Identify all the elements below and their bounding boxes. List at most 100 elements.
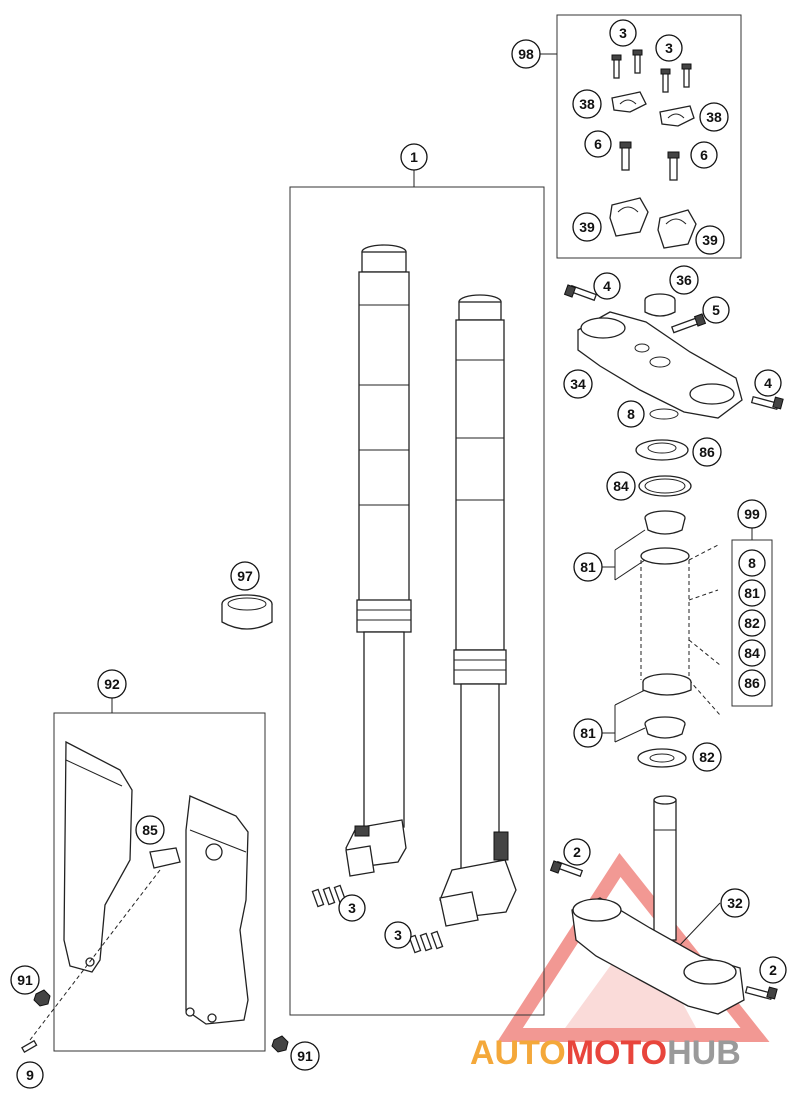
group-box-92 bbox=[53, 712, 266, 1052]
fork-guard-left bbox=[63, 740, 133, 973]
svg-text:8: 8 bbox=[748, 555, 756, 571]
callout-36: 36 bbox=[669, 265, 699, 295]
svg-text:3: 3 bbox=[394, 927, 402, 943]
kit-99-item: 82 bbox=[738, 609, 766, 637]
lower-triple-clamp-32 bbox=[571, 795, 745, 1015]
clip-85 bbox=[29, 847, 181, 1041]
callout-8: 8 bbox=[617, 400, 645, 428]
svg-text:99: 99 bbox=[744, 506, 760, 522]
svg-text:39: 39 bbox=[702, 232, 718, 248]
steering-head-tube bbox=[640, 544, 721, 716]
screw-9 bbox=[21, 1039, 38, 1053]
svg-text:2: 2 bbox=[573, 844, 581, 860]
svg-text:39: 39 bbox=[579, 219, 595, 235]
svg-text:86: 86 bbox=[699, 444, 715, 460]
callout-32: 32 bbox=[720, 888, 750, 918]
bolts-91 bbox=[33, 989, 289, 1053]
callout-86: 86 bbox=[692, 437, 722, 467]
seal-86 bbox=[635, 439, 689, 461]
callout-34: 34 bbox=[563, 369, 593, 399]
watermark-text: AUTOMOTOHUB bbox=[470, 1034, 741, 1072]
bearing-81-lower bbox=[642, 673, 692, 739]
callout-4: 4 bbox=[754, 369, 782, 397]
watermark-moto: MOTO bbox=[566, 1034, 667, 1072]
svg-text:91: 91 bbox=[17, 972, 33, 988]
callout-82: 82 bbox=[692, 742, 722, 772]
svg-text:3: 3 bbox=[348, 900, 356, 916]
callout-6: 6 bbox=[584, 130, 612, 158]
callout-39: 39 bbox=[695, 225, 725, 255]
callout-38: 38 bbox=[572, 89, 602, 119]
callout-3: 3 bbox=[338, 894, 366, 922]
svg-text:82: 82 bbox=[744, 615, 760, 631]
callout-2: 2 bbox=[759, 956, 787, 984]
oring-8 bbox=[649, 408, 679, 420]
bolts-3-top bbox=[611, 49, 692, 93]
callout-81: 81 bbox=[573, 552, 603, 582]
svg-text:4: 4 bbox=[603, 278, 611, 294]
seal-82 bbox=[637, 748, 687, 768]
svg-text:38: 38 bbox=[579, 96, 595, 112]
callout-85: 85 bbox=[135, 815, 165, 845]
callout-3: 3 bbox=[609, 19, 637, 47]
svg-text:81: 81 bbox=[580, 559, 596, 575]
callout-3: 3 bbox=[384, 921, 412, 949]
callout-1: 1 bbox=[400, 143, 428, 171]
callout-84: 84 bbox=[606, 471, 636, 501]
svg-text:AUTOMOTOHUB: AUTOMOTOHUB bbox=[470, 1034, 741, 1072]
fork-leg-right bbox=[439, 294, 517, 927]
callout-97: 97 bbox=[230, 561, 260, 591]
fork-leg-left bbox=[345, 244, 412, 877]
group-box-98 bbox=[556, 14, 742, 259]
kit-99-item: 8 bbox=[738, 549, 766, 577]
callout-38: 38 bbox=[699, 102, 729, 132]
svg-text:97: 97 bbox=[237, 568, 253, 584]
ring-97 bbox=[221, 594, 273, 630]
svg-text:6: 6 bbox=[700, 147, 708, 163]
svg-text:9: 9 bbox=[26, 1067, 34, 1083]
handlebar-clamp-lower-39 bbox=[609, 197, 697, 249]
svg-text:3: 3 bbox=[665, 40, 673, 56]
svg-text:84: 84 bbox=[744, 645, 760, 661]
bearing-81-upper bbox=[644, 510, 686, 535]
svg-text:81: 81 bbox=[580, 725, 596, 741]
svg-text:34: 34 bbox=[570, 376, 586, 392]
kit-99-item: 81 bbox=[738, 579, 766, 607]
svg-text:4: 4 bbox=[764, 375, 772, 391]
svg-text:98: 98 bbox=[518, 46, 534, 62]
watermark-hub: HUB bbox=[667, 1034, 741, 1072]
kit-99-item: 86 bbox=[738, 669, 766, 697]
bolt-5 bbox=[670, 313, 707, 334]
callouts: 1 98 3 3 38 38 6 6 39 39 4 36 5 34 4 8 8… bbox=[10, 19, 787, 1089]
callout-39: 39 bbox=[572, 212, 602, 242]
svg-text:81: 81 bbox=[744, 585, 760, 601]
callout-91: 91 bbox=[290, 1041, 320, 1071]
svg-text:92: 92 bbox=[104, 676, 120, 692]
callout-4: 4 bbox=[593, 272, 621, 300]
svg-text:5: 5 bbox=[712, 302, 720, 318]
callout-3: 3 bbox=[655, 34, 683, 62]
svg-text:32: 32 bbox=[727, 895, 743, 911]
callout-91: 91 bbox=[10, 965, 40, 995]
callout-9: 9 bbox=[16, 1061, 44, 1089]
handlebar-clamp-upper-38 bbox=[611, 91, 695, 127]
svg-text:36: 36 bbox=[676, 272, 692, 288]
fork-guard-right bbox=[185, 795, 249, 1025]
callout-5: 5 bbox=[702, 296, 730, 324]
group-box-1 bbox=[289, 186, 545, 1016]
nut-36 bbox=[644, 293, 676, 317]
bolt-4-upper bbox=[563, 284, 784, 411]
svg-text:85: 85 bbox=[142, 822, 158, 838]
svg-text:38: 38 bbox=[706, 109, 722, 125]
svg-text:86: 86 bbox=[744, 675, 760, 691]
callout-98: 98 bbox=[511, 39, 541, 69]
callout-2: 2 bbox=[563, 838, 591, 866]
bolts-6 bbox=[619, 141, 680, 181]
bolts-3-fork bbox=[311, 884, 444, 954]
bolt-2 bbox=[549, 860, 778, 1001]
seal-84 bbox=[638, 475, 692, 497]
svg-text:84: 84 bbox=[613, 478, 629, 494]
svg-text:1: 1 bbox=[410, 149, 418, 165]
callout-6: 6 bbox=[690, 141, 718, 169]
